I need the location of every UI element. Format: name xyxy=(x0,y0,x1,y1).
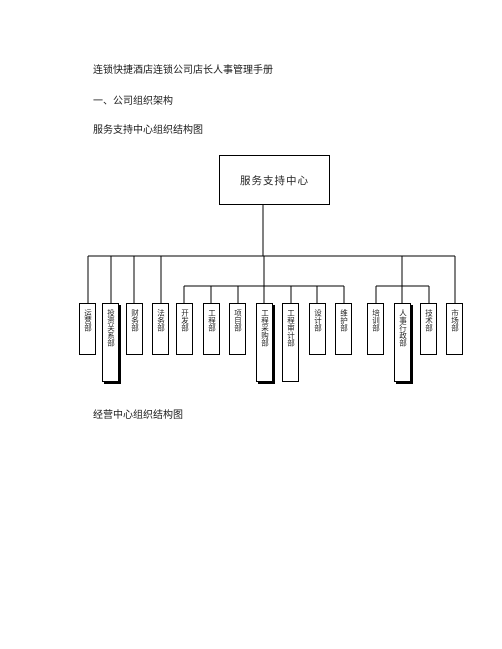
chart2-title: 经营中心组织结构图 xyxy=(93,410,183,421)
dept-box: 设计部 xyxy=(309,303,326,355)
dept-box: 培训部 xyxy=(367,303,384,355)
dept-box: 维护部 xyxy=(335,303,352,355)
dept-box: 工程部 xyxy=(203,303,220,355)
dept-box: 项目部 xyxy=(229,303,246,355)
dept-box: 投资关系部 xyxy=(102,303,119,382)
root-node: 服务支持中心 xyxy=(219,155,330,205)
dept-box: 财务部 xyxy=(126,303,143,355)
dept-box: 运营部 xyxy=(79,303,96,355)
chart1-title: 服务支持中心组织结构图 xyxy=(93,125,203,136)
dept-box: 工程审计部 xyxy=(282,303,299,382)
section-heading: 一、公司组织架构 xyxy=(93,96,173,107)
dept-box: 工程采购部 xyxy=(256,303,273,382)
dept-box: 法务部 xyxy=(152,303,169,355)
dept-box: 人事行政部 xyxy=(394,303,411,382)
dept-box: 技术部 xyxy=(420,303,437,355)
document-title: 连锁快捷酒店连锁公司店长人事管理手册 xyxy=(93,65,273,76)
dept-box: 开发部 xyxy=(176,303,193,355)
dept-box: 市场部 xyxy=(446,303,463,355)
